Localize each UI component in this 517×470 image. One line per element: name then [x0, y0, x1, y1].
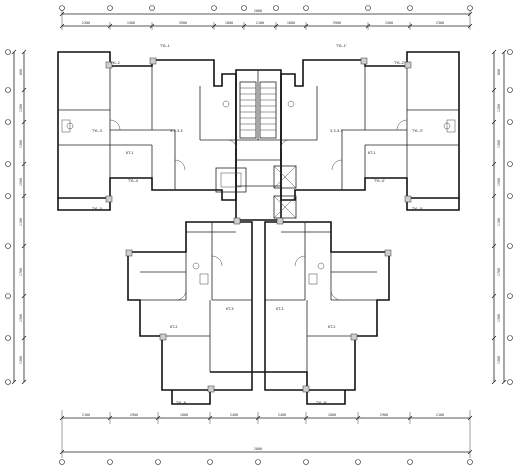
window-tags: TYL-1 TYL-1' TYL-2 TYL-2' TYL-3 TYL-3' T… [91, 44, 423, 405]
window-tag-tyl6: TYL-6 [175, 401, 187, 405]
bottom-dim-1: 2100 [82, 413, 90, 417]
window-tag-tyl1: TYL-1 [159, 44, 170, 48]
left-dim-6: 1700 [19, 268, 23, 276]
right-dim-4: 1500 [497, 178, 501, 186]
top-dimension-chain: 2800 2300 1500 3900 1800 2100 1800 3900 … [59, 8, 473, 30]
interior-partitions [58, 60, 459, 390]
axis-bubbles [5, 5, 513, 465]
fixture-icons [61, 100, 456, 285]
bottom-dim-2: 2900 [130, 413, 138, 417]
bottom-dimension-chain: 2100 2900 1800 2400 2400 1800 2900 2100 … [59, 410, 473, 458]
left-dim-7: 1300 [19, 314, 23, 322]
top-dim-3: 3900 [179, 21, 187, 25]
stair-core [239, 81, 277, 139]
top-dim-2: 1500 [127, 21, 135, 25]
bottom-dim-4: 2400 [230, 413, 238, 417]
room-code-left: 3.3.3.3 [170, 129, 183, 133]
right-dim-3: 1300 [497, 140, 501, 148]
room-label-kt2-right: KT-2 [328, 325, 336, 329]
room-code-right: 3.3.3.3 [330, 129, 343, 133]
left-dimension-chain: 800 1200 1300 1500 1100 1700 1300 1300 [11, 49, 27, 385]
room-label-kt3-right: KT-3 [276, 307, 284, 311]
left-dim-4: 1500 [19, 178, 23, 186]
door-swings [109, 119, 408, 301]
top-dim-4: 1800 [225, 21, 233, 25]
window-tag-tyl1p: TYL-1' [335, 44, 347, 48]
bottom-dim-6: 1800 [328, 413, 336, 417]
window-tag-tyl2p: TYL-2' [393, 61, 405, 65]
window-tag-tyl5: TYL-5 [91, 207, 102, 211]
left-dim-2: 1200 [19, 104, 23, 112]
window-tag-tyl2: TYL-2 [109, 61, 120, 65]
room-label-kt1: KT-1 [126, 151, 134, 155]
building-walls [57, 51, 460, 405]
bottom-dim-7: 2900 [380, 413, 388, 417]
room-labels: KT-1 KT-1 KT-2 KT-2 KT-3 KT-3 3.3.3.3 3.… [126, 129, 376, 329]
top-dim-1: 2300 [82, 21, 90, 25]
right-dim-8: 1300 [497, 356, 501, 364]
left-dim-8: 1300 [19, 356, 23, 364]
top-dim-8: 1500 [385, 21, 393, 25]
top-total-dim: 2800 [254, 9, 262, 13]
window-tag-tyl3: TYL-3 [91, 129, 102, 133]
bottom-total-dim: 2800 [254, 447, 262, 451]
room-label-kt2: KT-2 [170, 325, 178, 329]
top-dim-6: 1800 [287, 21, 295, 25]
window-tag-tyl4p: TYL-4' [373, 179, 385, 183]
bottom-dim-8: 2100 [436, 413, 444, 417]
bottom-dim-3: 1800 [180, 413, 188, 417]
right-dimension-chain: 800 1200 1300 1500 1100 1700 1300 1300 [491, 49, 507, 385]
right-dim-6: 1700 [497, 268, 501, 276]
window-tag-tyl5p: TYL-5' [411, 207, 423, 211]
top-ticks [59, 11, 473, 29]
right-dim-2: 1200 [497, 104, 501, 112]
right-dim-5: 1100 [497, 218, 501, 226]
elevators [215, 165, 297, 219]
top-dim-7: 3900 [333, 21, 341, 25]
bottom-dim-5: 2400 [278, 413, 286, 417]
right-dim-7: 1300 [497, 314, 501, 322]
top-dim-9: 2300 [436, 21, 444, 25]
structural-columns [105, 57, 412, 393]
right-dim-1: 800 [497, 69, 501, 75]
window-tag-tyl3p: TYL-3' [411, 129, 423, 133]
left-dim-1: 800 [19, 69, 23, 75]
top-dim-5: 2100 [256, 21, 264, 25]
left-dim-3: 1300 [19, 140, 23, 148]
room-label-kt3: KT-3 [226, 307, 234, 311]
window-tag-tyl6p: TYL-6' [315, 401, 327, 405]
left-dim-5: 1100 [19, 218, 23, 226]
window-tag-tyl4: TYL-4 [127, 179, 139, 183]
room-label-kt1-right: KT-1 [368, 151, 376, 155]
